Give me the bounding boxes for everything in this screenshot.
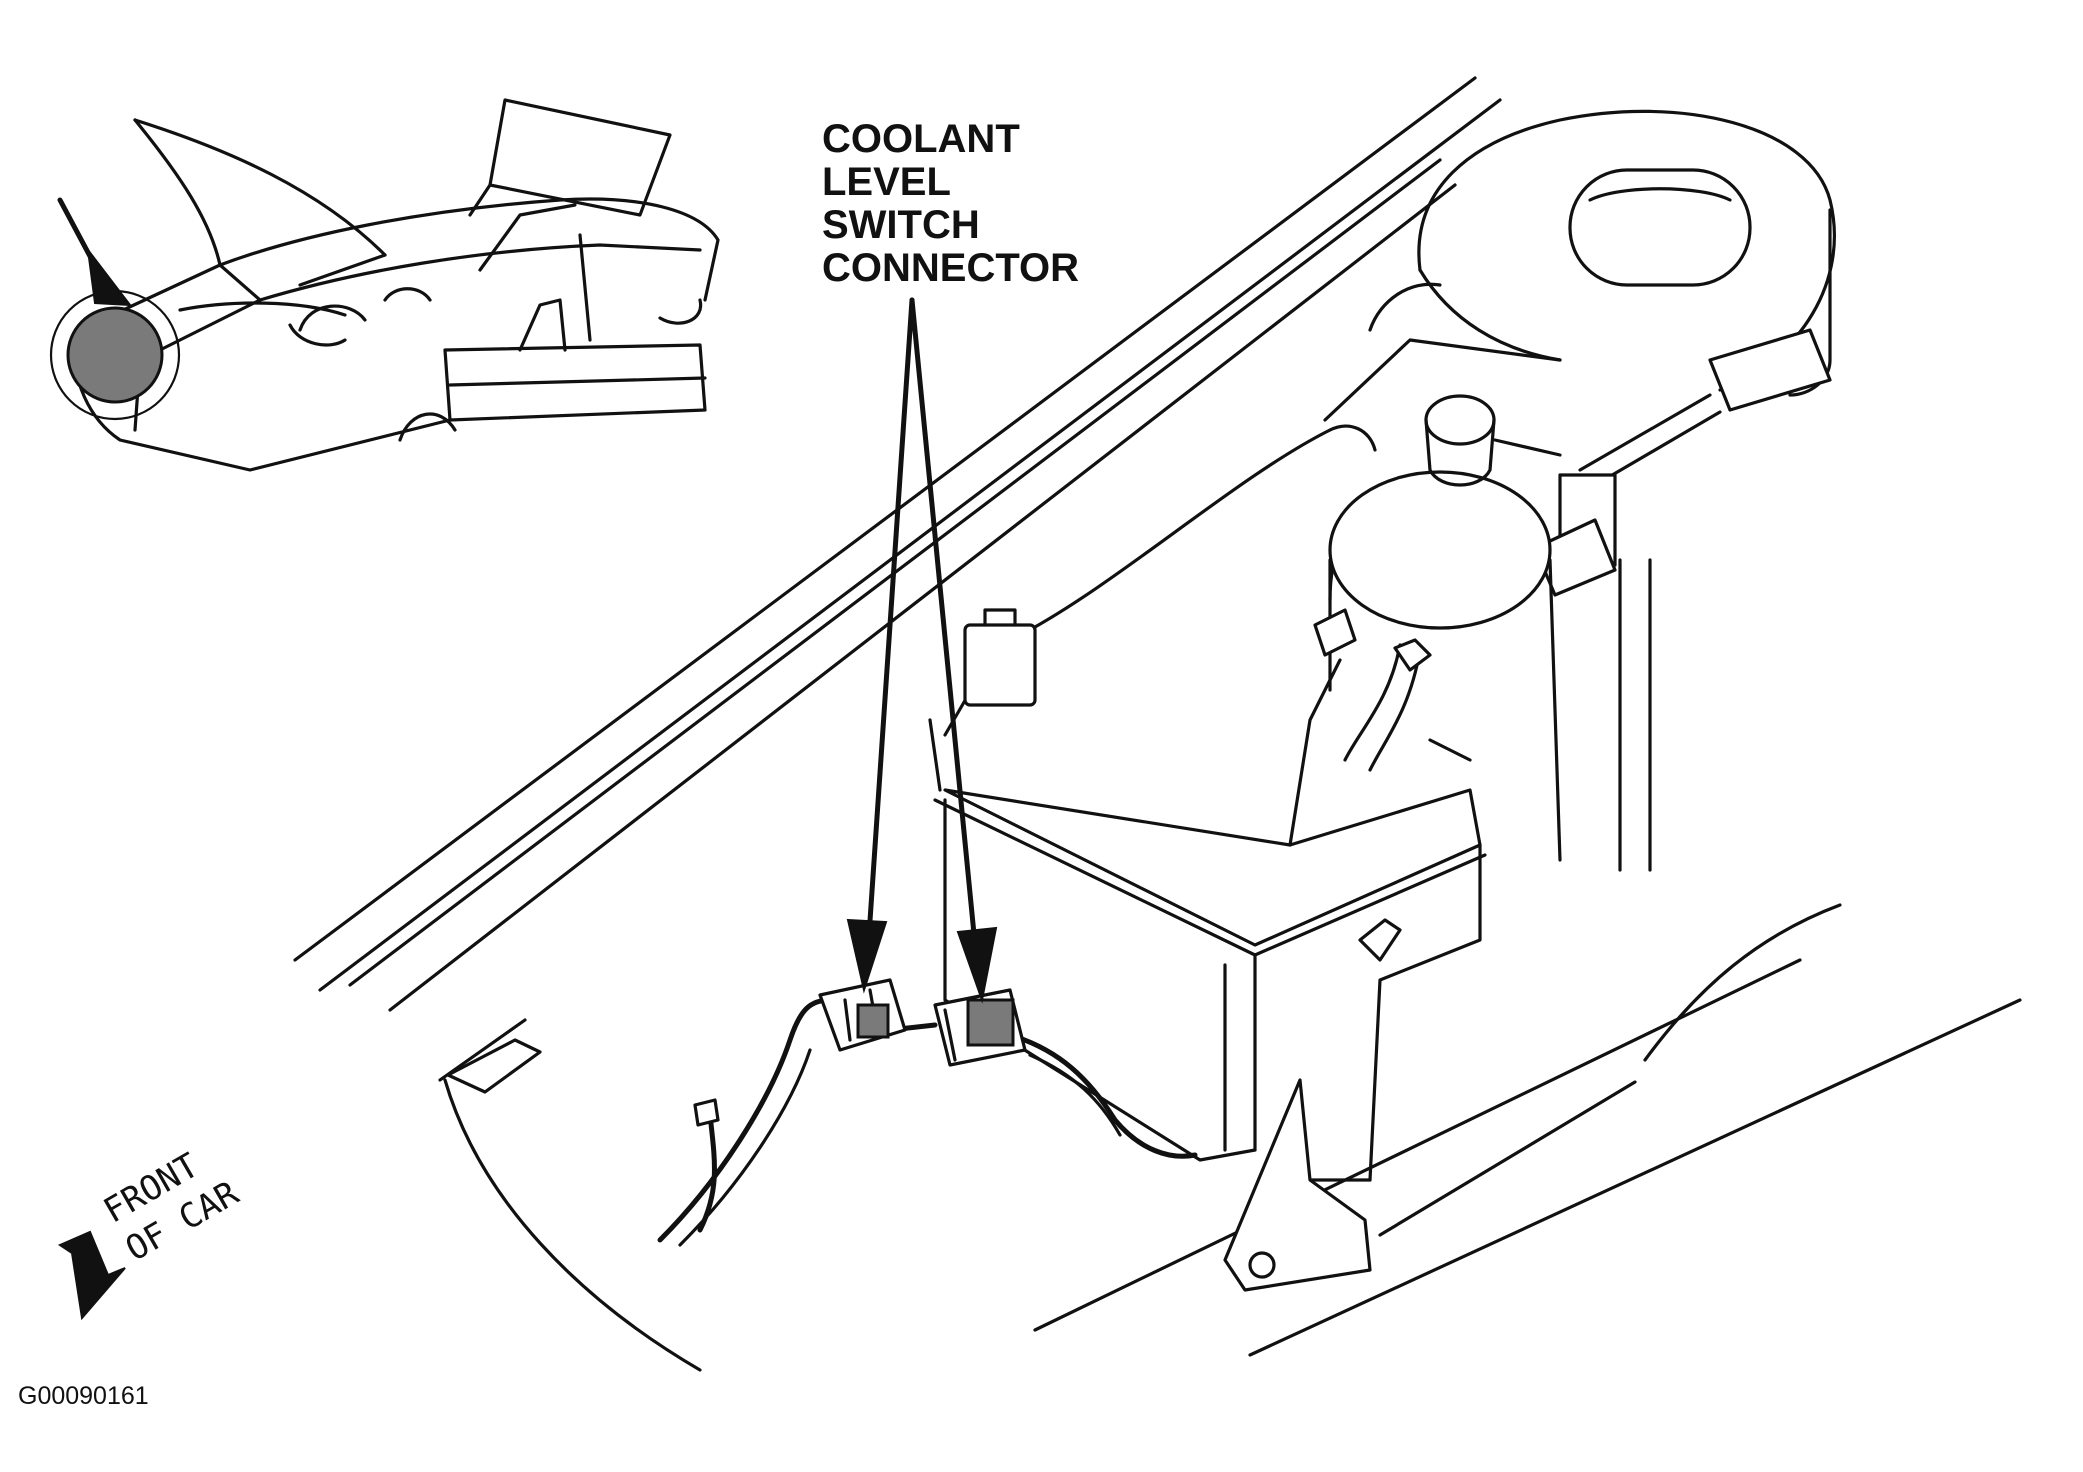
callout-leader-arrows [846,297,998,1004]
callout-line: CONNECTOR [822,246,1080,290]
fender-body-lines [293,76,2022,1372]
connector-half-left [818,978,907,1052]
callout-label: COOLANT LEVEL SWITCH CONNECTOR [822,118,1079,290]
inlet-tube [1533,328,1832,872]
figure-id: G00090161 [18,1382,149,1410]
filler-neck-cap [1313,394,1562,862]
wiring-harness [657,997,1198,1247]
callout-line: LEVEL [822,160,951,204]
front-of-car-arrow [57,1230,126,1321]
vehicle-locator-inset [49,98,720,472]
air-cleaner-housing [1323,109,1836,422]
callout-line: SWITCH [822,203,980,247]
callout-line: COOLANT [822,117,1020,161]
connector-half-right [933,988,1027,1067]
